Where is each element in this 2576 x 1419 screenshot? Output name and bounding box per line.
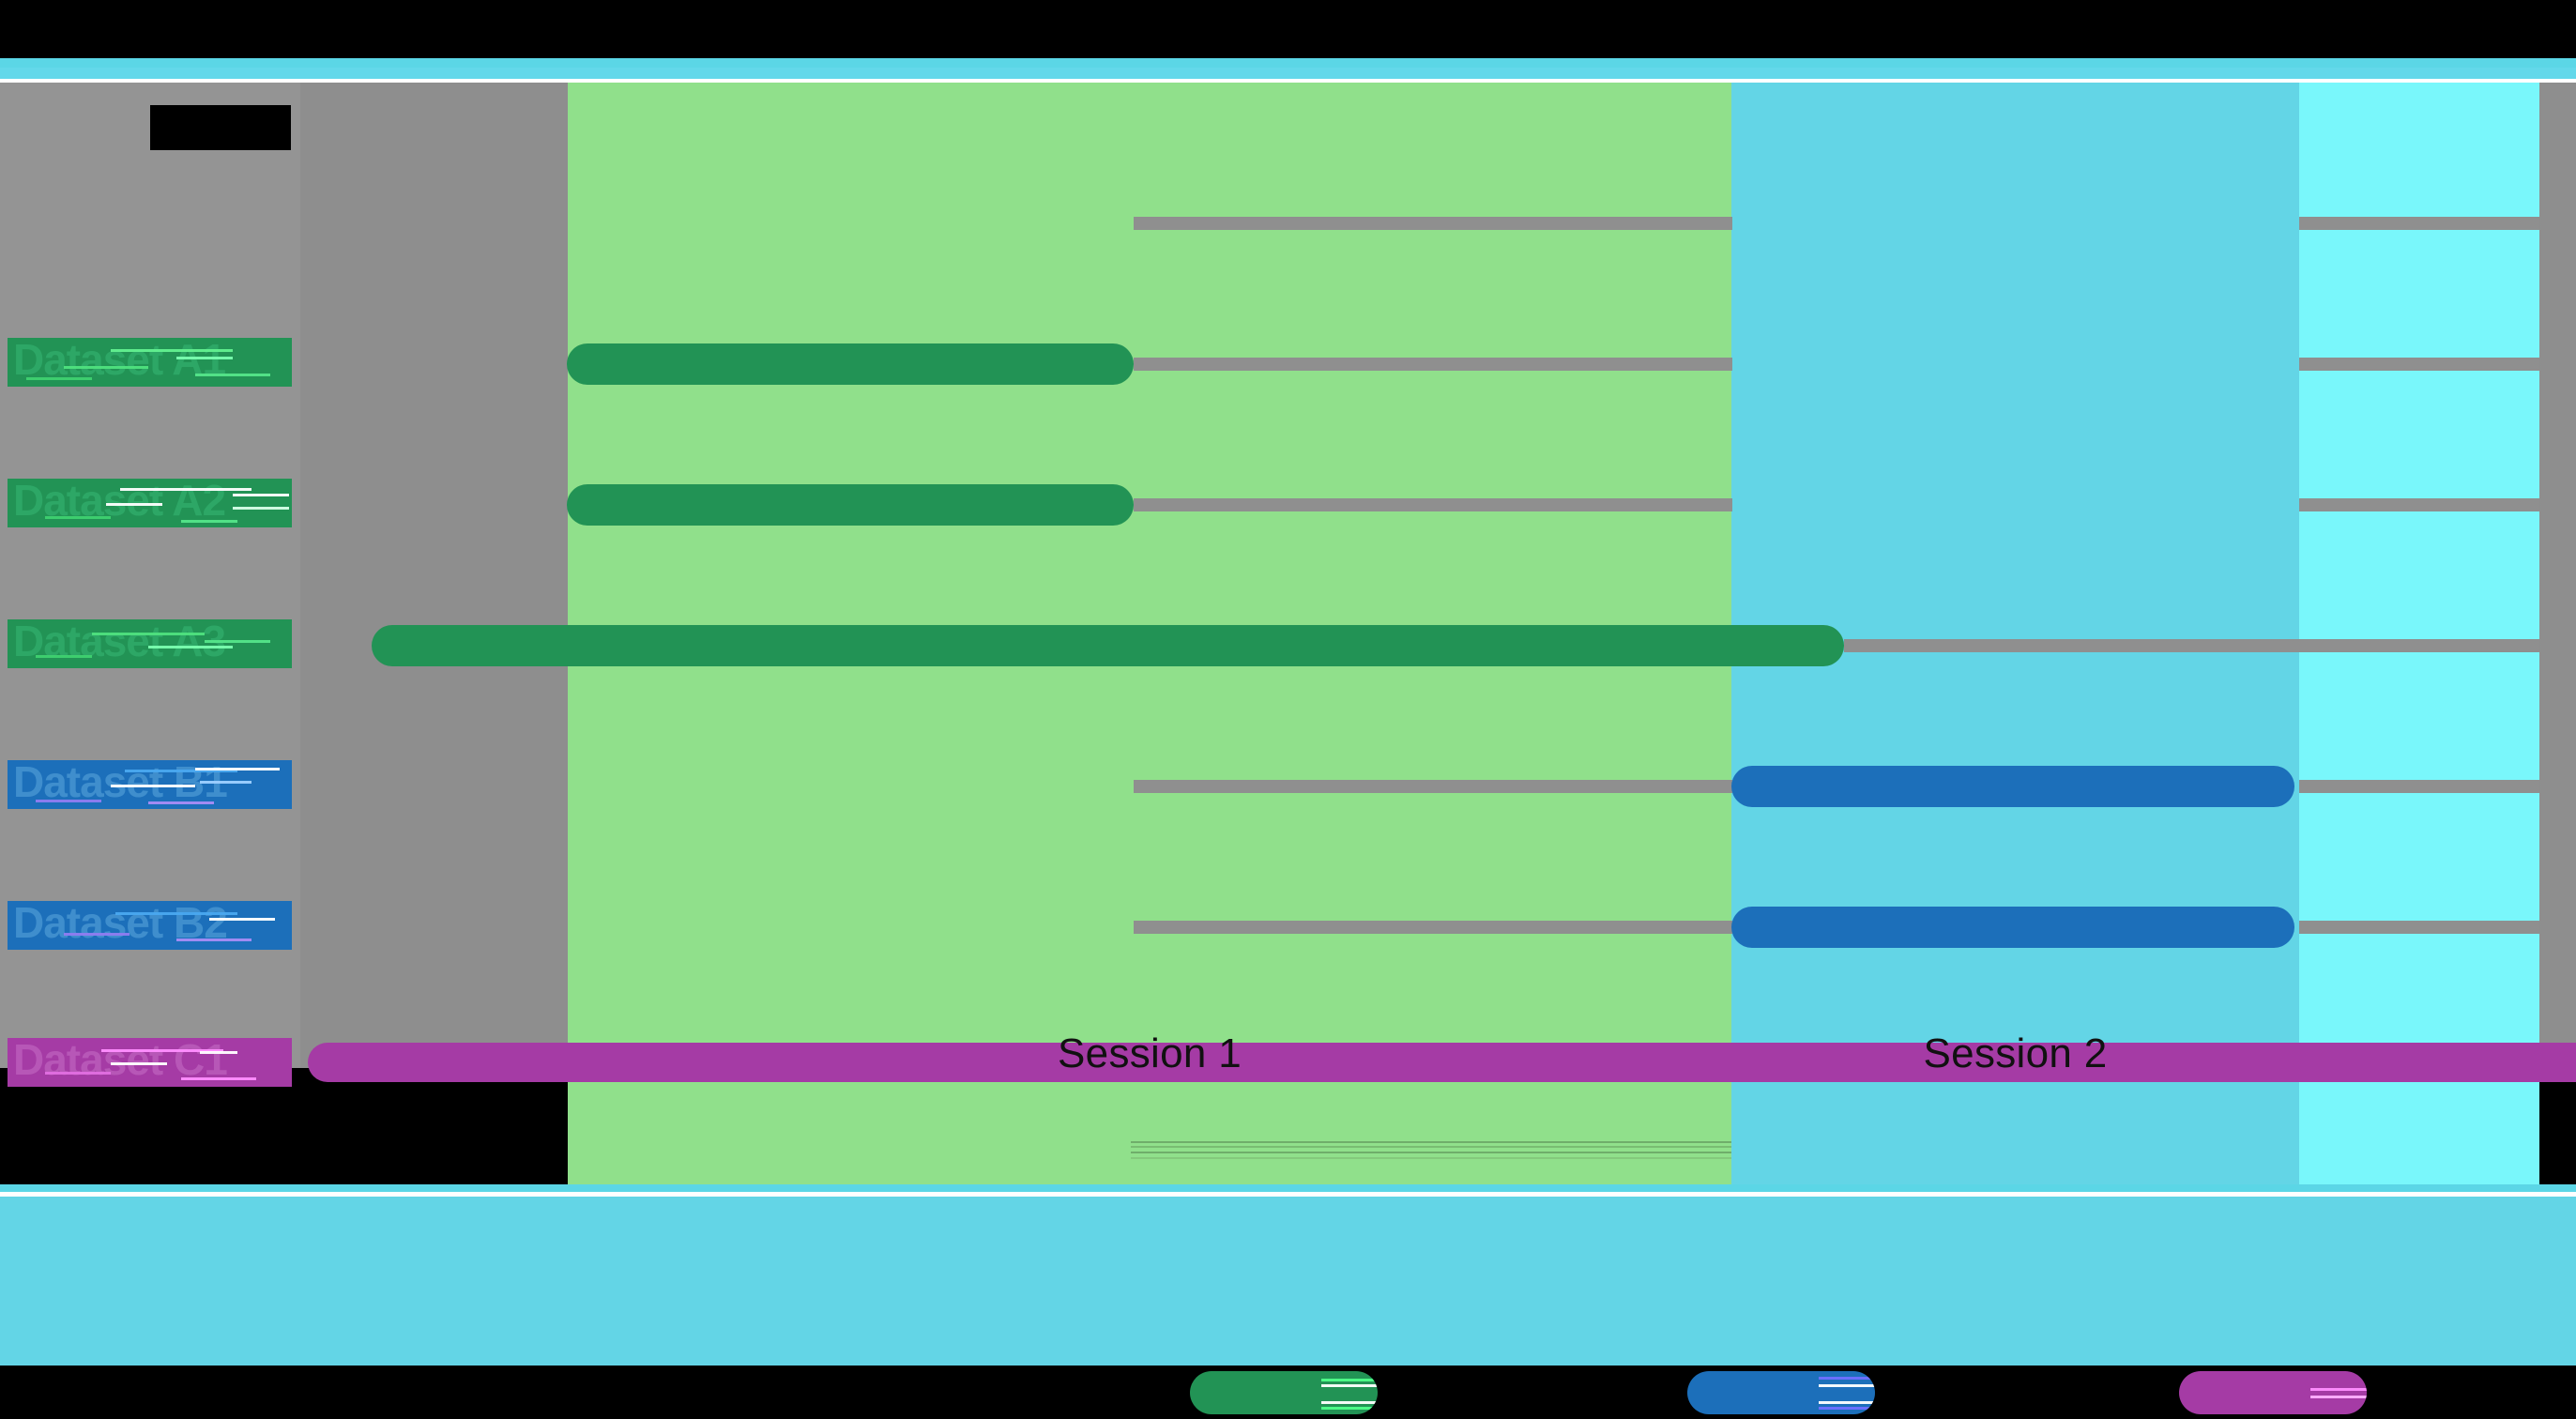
connector-row-5-ext <box>2299 921 2539 934</box>
top-accent-strip-3 <box>0 79 2576 83</box>
legend-swatch-dataset-b[interactable] <box>1687 1371 1875 1414</box>
legend-label-dataset-c: Dataset C <box>2378 1379 2504 1410</box>
title-redaction-tick <box>150 105 171 113</box>
connector-row-3 <box>1844 639 2539 652</box>
bottom-accent-strip-2 <box>0 1192 2576 1197</box>
axis-row-label-4: Dataset B2 <box>8 901 292 950</box>
bottom-panel <box>0 1197 2576 1398</box>
gantt-bar-row-1[interactable] <box>567 484 1134 526</box>
axis-row-label-5: Dataset C1 <box>8 1038 292 1087</box>
top-accent-strip-2 <box>0 68 2576 79</box>
connector-row-4 <box>1134 780 1732 793</box>
legend-swatch-dataset-a[interactable] <box>1190 1371 1378 1414</box>
gridline-row-0-ext <box>2299 217 2539 230</box>
session-band-2-label: Session 2 <box>1923 1030 2108 1076</box>
connector-row-2-ext <box>2299 498 2539 511</box>
axis-row-label-3-text: Dataset B1 <box>13 760 228 806</box>
legend-label-dataset-b: Dataset B <box>1886 1379 2010 1410</box>
axis-row-label-3: Dataset B1 <box>8 760 292 809</box>
connector-row-1 <box>1134 358 1732 371</box>
legend-swatch-dataset-c[interactable] <box>2179 1371 2367 1414</box>
axis-row-label-2-text: Dataset A3 <box>13 619 226 665</box>
gridline-row-0 <box>1134 217 1732 230</box>
legend-label-dataset-a: Dataset A <box>1389 1379 1512 1410</box>
top-accent-strip-1 <box>0 58 2576 68</box>
connector-row-1-ext <box>2299 358 2539 371</box>
axis-row-label-5-text: Dataset C1 <box>13 1038 228 1084</box>
axis-row-label-1: Dataset A2 <box>8 479 292 527</box>
gantt-bar-row-5[interactable] <box>308 1043 2576 1082</box>
axis-row-label-0: Dataset A1 <box>8 338 292 387</box>
connector-row-2 <box>1134 498 1732 511</box>
axis-row-label-0-text: Dataset A1 <box>13 338 226 384</box>
gantt-bar-row-2[interactable] <box>372 625 1844 666</box>
axis-row-label-2: Dataset A3 <box>8 619 292 668</box>
chart-legend: Dataset A Dataset B Dataset C <box>0 1366 2576 1419</box>
right-gutter <box>2539 83 2576 1068</box>
chart-plot-area: Dataset A1 Dataset A2 Dataset A3 Dataset… <box>0 83 2576 1199</box>
gantt-bar-row-3[interactable] <box>1731 766 2294 807</box>
axis-label-gutter-inner <box>300 83 568 1068</box>
session-band-1-label: Session 1 <box>1058 1030 1242 1076</box>
connector-row-5 <box>1134 921 1732 934</box>
gantt-bar-row-4[interactable] <box>1731 907 2294 948</box>
title-redaction-block-2 <box>150 113 291 150</box>
bottom-accent-strip-1 <box>0 1184 2576 1192</box>
connector-row-4-ext <box>2299 780 2539 793</box>
gantt-bar-row-0[interactable] <box>567 343 1134 385</box>
